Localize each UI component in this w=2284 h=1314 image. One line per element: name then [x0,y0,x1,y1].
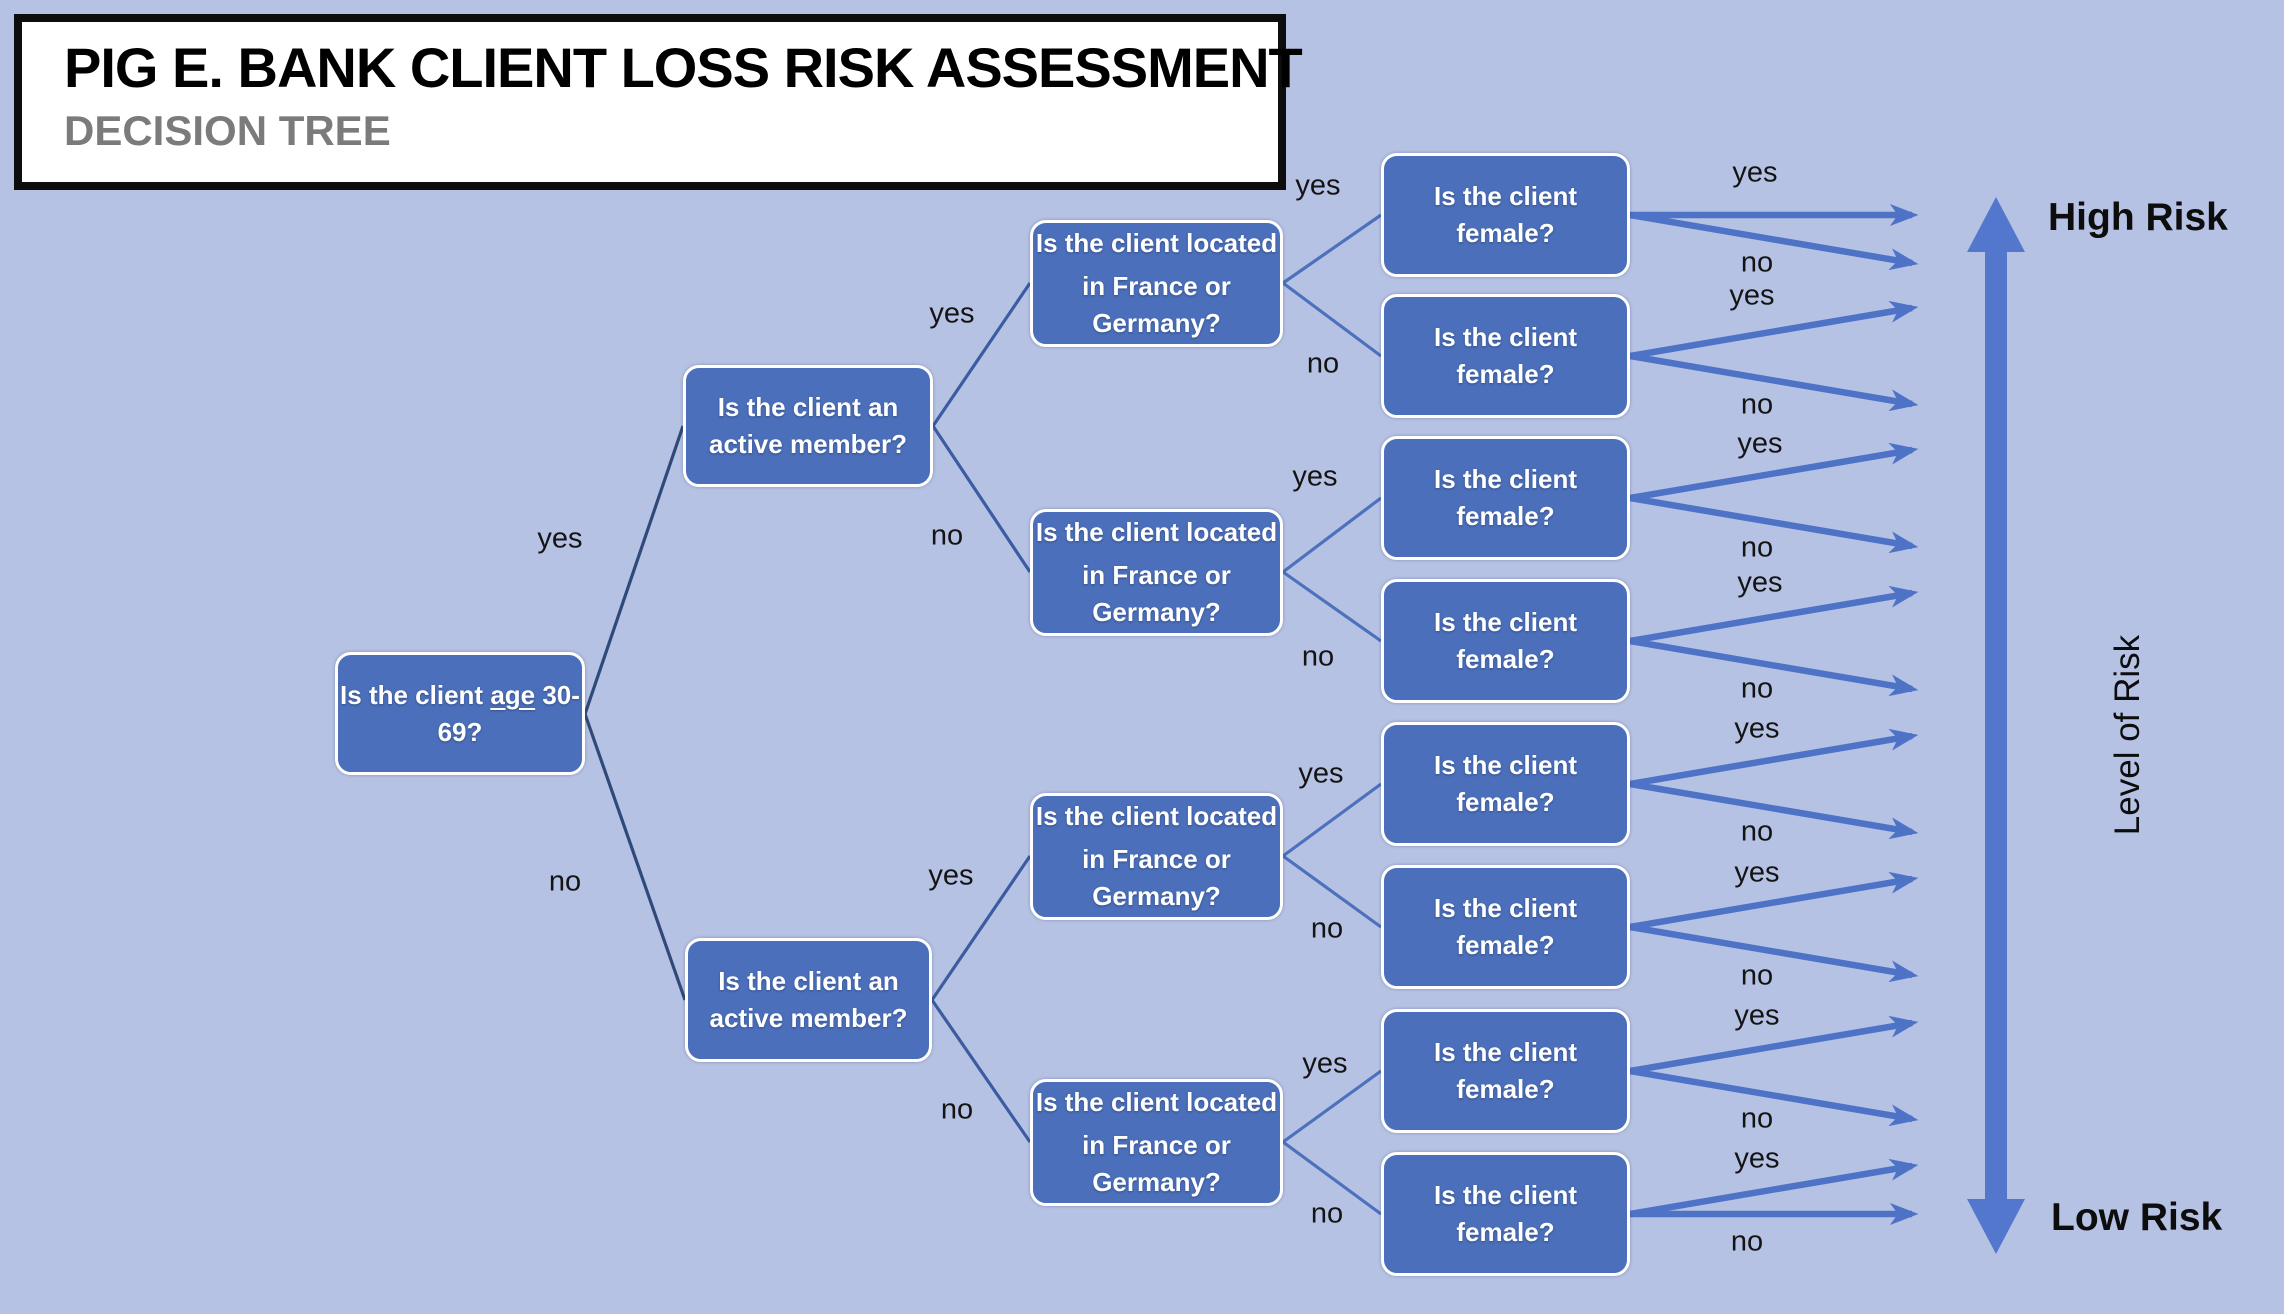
outcome-arrow-yes [1629,871,1919,931]
underlined-word: age [490,679,536,710]
outcome-arrow-yes [1629,585,1919,645]
outcome-label-no: no [1740,672,1774,705]
outcome-arrow-yes [1629,1015,1919,1075]
outcome-arrow-yes [1629,728,1919,788]
outcome-arrow-no [1629,494,1919,554]
low-risk-label: Low Risk [2051,1196,2223,1239]
branch-label-yes: yes [537,522,583,555]
outcome-arrow-no [1629,1067,1919,1127]
branch-label-yes: yes [1292,460,1338,493]
branch-connector-line [930,855,1032,1001]
outcome-arrow-no [1629,211,1919,271]
branch-connector-line [1282,1069,1382,1144]
outcome-label-yes: yes [1729,279,1775,312]
branch-label-no: no [1301,640,1335,673]
outcome-arrow-yes [1629,300,1919,360]
branch-label-no: no [1310,1197,1344,1230]
branch-connector-line [1282,1140,1382,1216]
outcome-label-yes: yes [1734,712,1780,745]
branch-label-yes: yes [1298,757,1344,790]
outcome-label-yes: yes [1734,856,1780,889]
branch-label-yes: yes [929,297,975,330]
question-node-root: Is the client age 30-69? [335,652,585,775]
outcome-label-no: no [1740,246,1774,279]
branch-label-yes: yes [1295,169,1341,202]
outcome-label-yes: yes [1732,156,1778,189]
branch-connector-line [1282,570,1382,643]
outcome-label-no: no [1740,388,1774,421]
branch-connector-line [1282,854,1382,929]
branch-label-no: no [930,519,964,552]
outcome-label-no: no [1740,531,1774,564]
high-risk-label: High Risk [2048,196,2228,239]
branch-label-yes: yes [1302,1047,1348,1080]
outcome-label-yes: yes [1734,1142,1780,1175]
branch-connector-line [583,425,685,715]
risk-scale-double-arrow [1967,197,2025,1254]
page-title: PIG E. BANK CLIENT LOSS RISK ASSESSMENT [64,36,1303,99]
outcome-label-yes: yes [1737,566,1783,599]
branch-label-no: no [1310,912,1344,945]
branch-connector-line [1282,281,1382,358]
outcome-label-yes: yes [1737,427,1783,460]
level-of-risk-label: Level of Risk [2108,634,2147,836]
page-subtitle: DECISION TREE [64,107,391,155]
outcome-arrow-no [1629,352,1919,412]
outcome-arrow-yes [1629,442,1919,502]
branch-connector-line [1282,782,1382,858]
branch-label-no: no [940,1093,974,1126]
branch-connector-line [931,282,1032,427]
branch-connector-line [583,713,687,1001]
branch-connector-line [931,425,1032,573]
outcome-arrow-no [1629,780,1919,840]
outcome-label-no: no [1740,1102,1774,1135]
outcome-label-yes: yes [1734,999,1780,1032]
branch-connector-line [1282,213,1382,285]
branch-connector-line [930,999,1032,1143]
title-box: PIG E. BANK CLIENT LOSS RISK ASSESSMENT … [14,14,1303,190]
branch-connector-line [1282,496,1382,574]
branch-label-no: no [548,865,582,898]
outcome-arrow-yes [1629,1158,1919,1218]
outcome-label-no: no [1740,959,1774,992]
branch-label-yes: yes [928,859,974,892]
branch-label-no: no [1306,347,1340,380]
outcome-arrow-no [1629,923,1919,983]
outcome-label-no: no [1740,815,1774,848]
outcome-arrow-no [1629,637,1919,697]
outcome-label-no: no [1730,1225,1764,1258]
